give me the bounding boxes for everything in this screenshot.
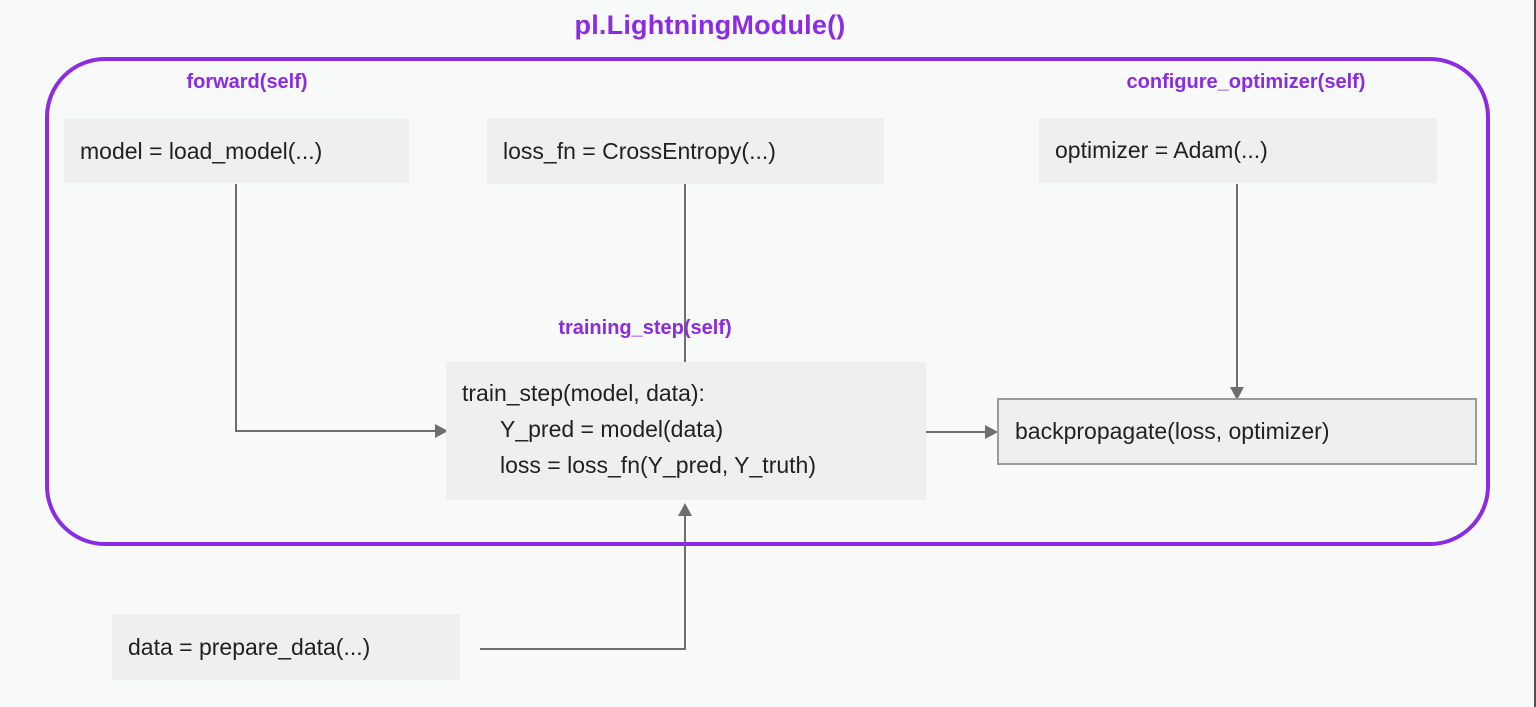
arrow-data-to-trainstep <box>480 514 686 650</box>
label-forward-method: forward(self) <box>186 71 308 93</box>
label-configure-optimizer-method: configure_optimizer(self) <box>1126 71 1366 93</box>
train-step-line-2: Y_pred = model(data) <box>500 416 724 442</box>
page-title: pl.LightningModule() <box>574 10 846 40</box>
optimizer-box: optimizer = Adam(...) <box>1039 118 1437 183</box>
train-step-box: train_step(model, data): Y_pred = model(… <box>446 362 926 500</box>
loss-fn-box: loss_fn = CrossEntropy(...) <box>487 118 884 184</box>
screenshot-right-edge <box>1534 0 1536 707</box>
model-load-box: model = load_model(...) <box>64 119 409 183</box>
prepare-data-box: data = prepare_data(...) <box>112 614 460 680</box>
arrowhead-right-into-backprop <box>985 425 998 439</box>
arrowhead-up-into-trainstep <box>678 503 692 516</box>
train-step-line-3: loss = loss_fn(Y_pred, Y_truth) <box>500 452 816 478</box>
arrowhead-right-into-trainstep <box>435 424 448 438</box>
train-step-line-1: train_step(model, data): <box>462 380 705 406</box>
arrow-model-to-trainstep <box>235 184 436 432</box>
label-training-step-method: training_step(self) <box>558 317 732 339</box>
arrowhead-down-into-backprop <box>1230 387 1244 400</box>
backpropagate-box: backpropagate(loss, optimizer) <box>997 398 1477 465</box>
